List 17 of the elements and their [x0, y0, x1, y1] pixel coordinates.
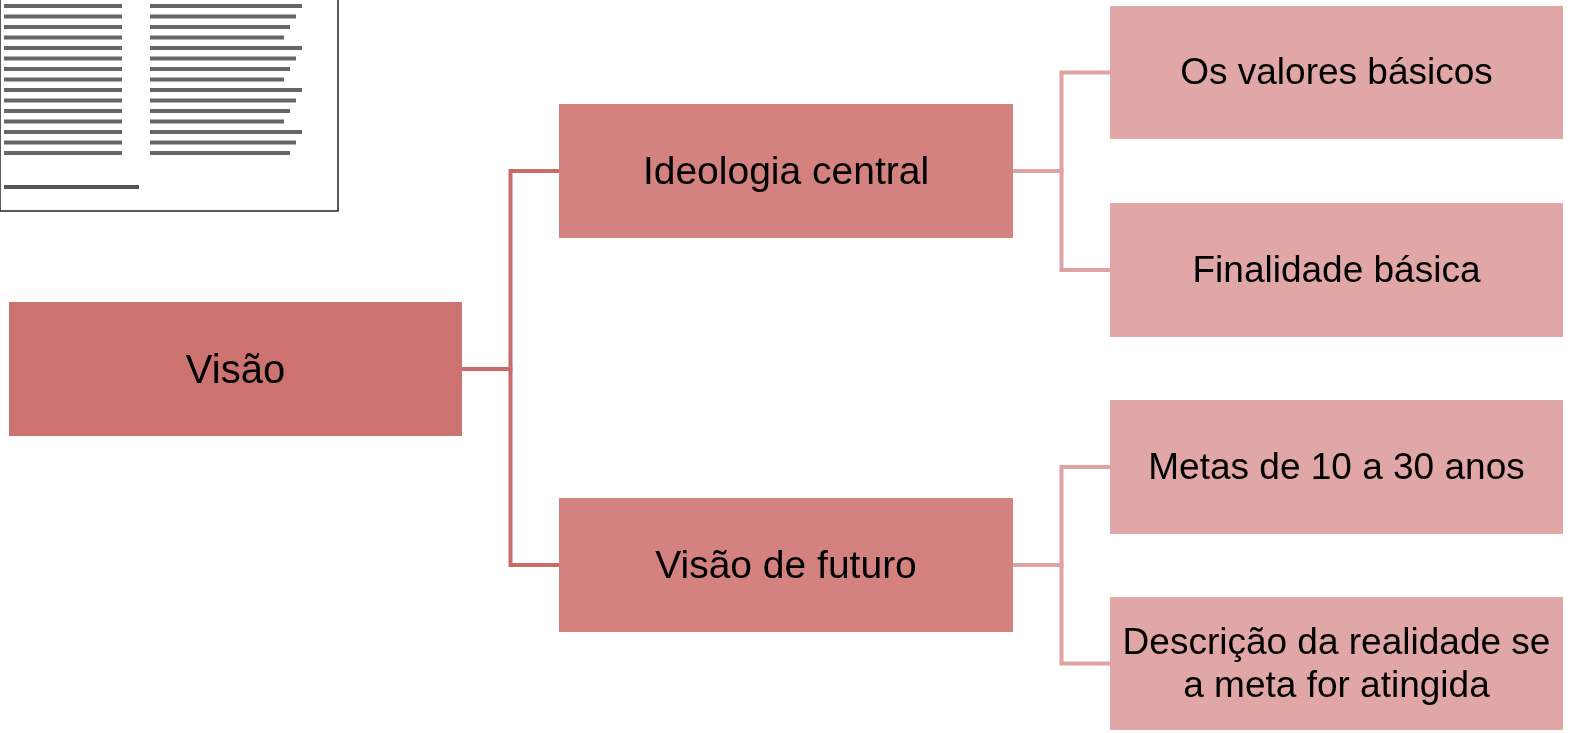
- connector-line: [1013, 169, 1110, 272]
- concept-box: [559, 498, 1013, 632]
- box-label: Descrição da realidade se a meta for atingida: [1121, 620, 1552, 707]
- box-label: Visão de futuro: [655, 542, 917, 588]
- box-label: Finalidade básica: [1192, 248, 1481, 292]
- concept-box: [559, 104, 1013, 238]
- concept-box: [1110, 400, 1563, 534]
- connector-line: [462, 367, 559, 567]
- box-label: Visão: [185, 346, 286, 392]
- concept-box: [1110, 6, 1563, 139]
- concept-box: [1110, 203, 1563, 337]
- box-label: Os valores básicos: [1180, 51, 1493, 94]
- connector-line: [1013, 563, 1110, 666]
- concept-box: [9, 302, 462, 436]
- concept-box: [1110, 597, 1563, 730]
- box-label: Metas de 10 a 30 anos: [1148, 445, 1525, 489]
- box-label: Ideologia central: [642, 148, 930, 194]
